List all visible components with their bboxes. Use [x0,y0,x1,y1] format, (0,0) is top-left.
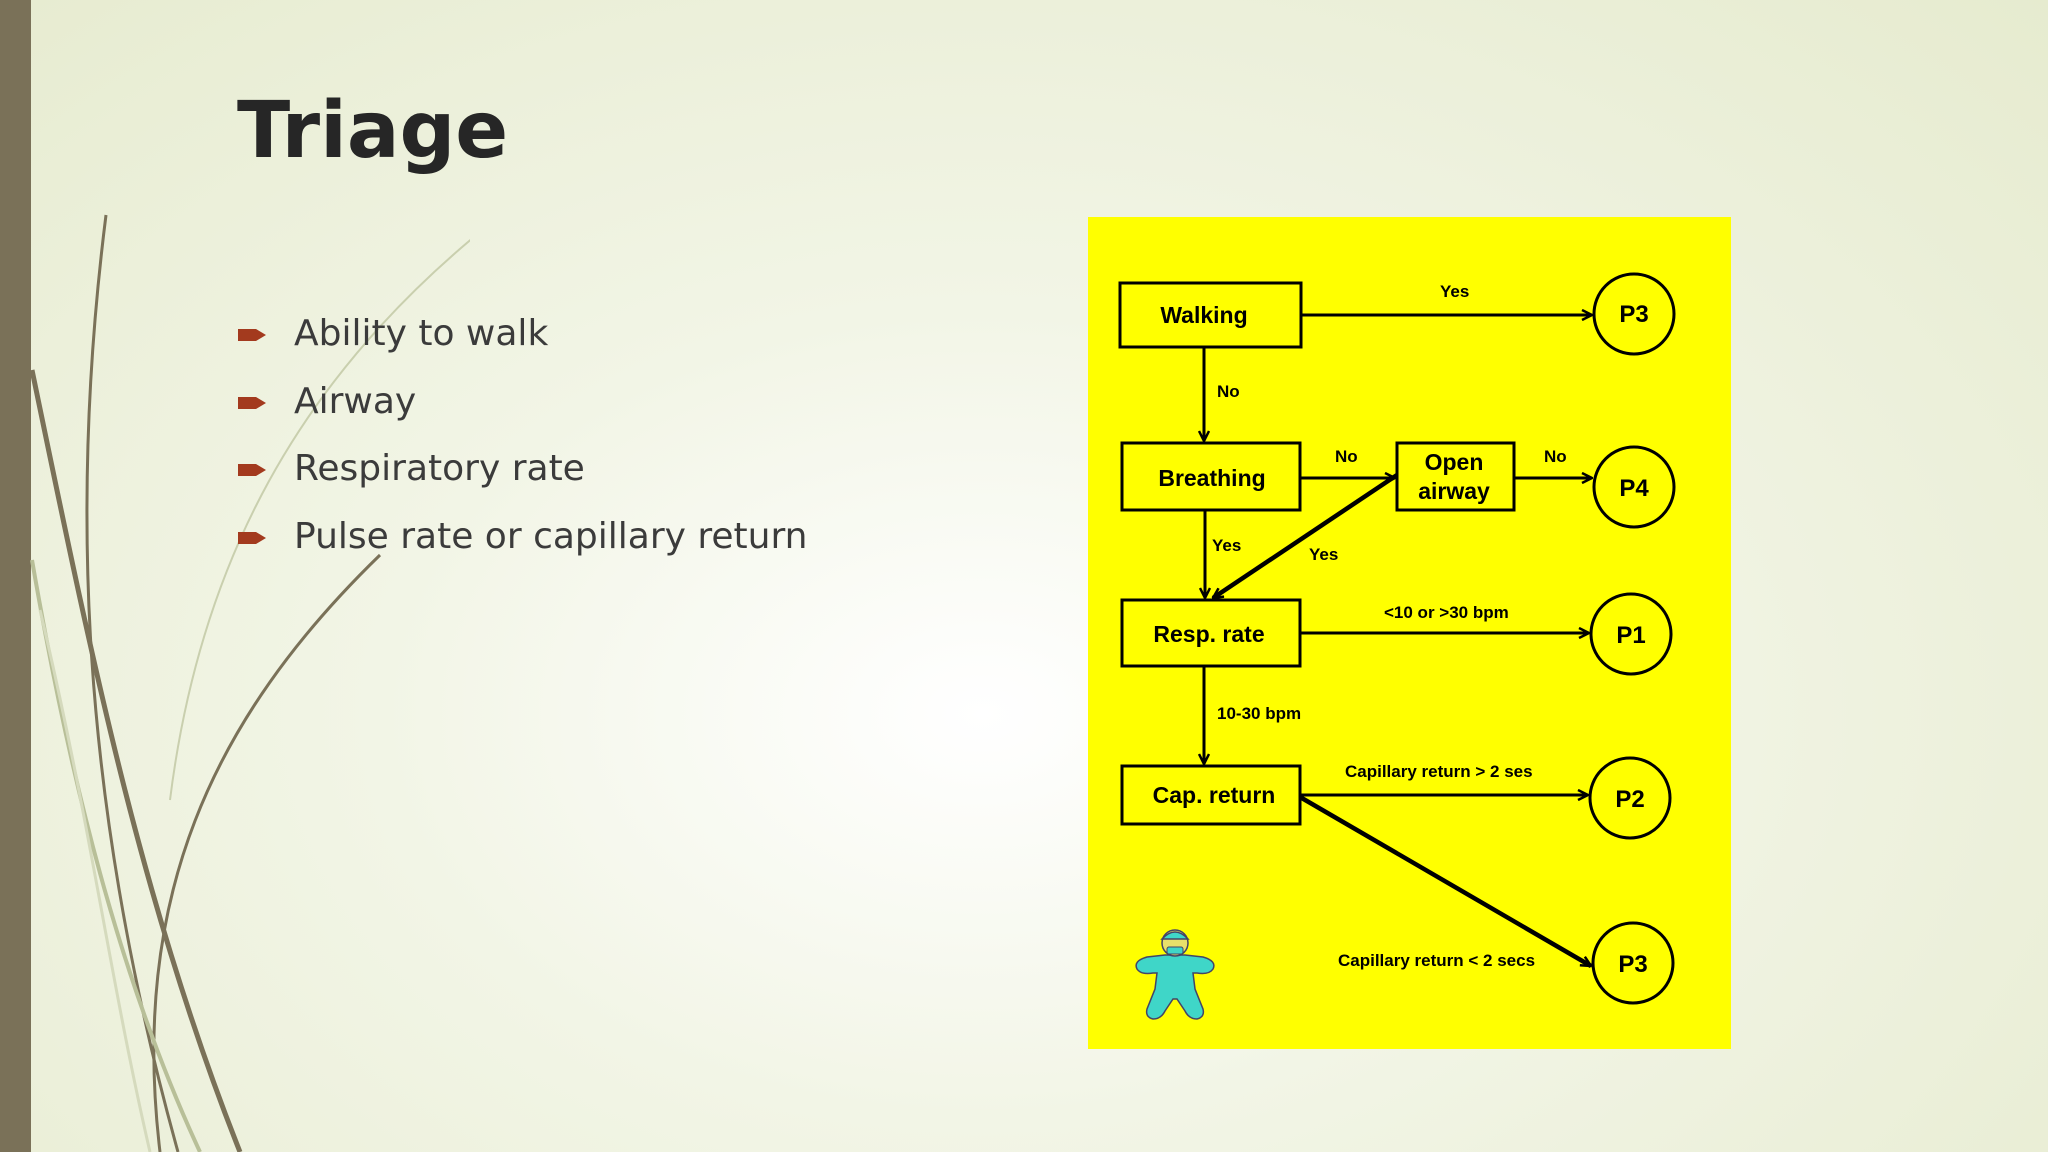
edge-airway-yes [1213,473,1399,600]
p3-top-node [1592,272,1676,356]
edge-resp-abnormal-label: <10 or >30 bpm [1384,603,1509,622]
p3-top-node-label: P3 [1619,301,1648,328]
resp-rate-box-label: Resp. rate [1153,621,1264,647]
p2-node [1588,756,1672,840]
bullet-text: Pulse rate or capillary return [294,515,808,557]
edge-airway-yes-label: Yes [1309,545,1338,564]
edge-resp-normal-label: 10-30 bpm [1217,704,1301,723]
bullet-item: Pulse rate or capillary return [236,503,807,571]
bullet-text: Respiratory rate [294,448,585,490]
edge-walking-yes-label: Yes [1440,282,1469,301]
edge-cap-fast [1298,795,1591,968]
p4-node [1592,445,1676,529]
arrow-bullet-icon [238,329,266,341]
bullet-item: Respiratory rate [236,435,807,503]
p2-node-label: P2 [1615,786,1644,813]
p1-node-label: P1 [1616,622,1645,649]
edge-airway-no-label: No [1544,447,1567,466]
edge-breathing-no-label: No [1335,447,1358,466]
p4-node-label: P4 [1619,475,1649,502]
open-airway-label-line2: airway [1418,478,1490,504]
edge-cap-fast-label: Capillary return < 2 secs [1338,951,1535,970]
edge-walking-no-label: No [1217,382,1240,401]
triage-flowchart: Walking Breathing Open airway Resp. rate… [1118,272,1676,1020]
bullet-list: Ability to walk Airway Respiratory rate … [236,300,807,570]
walking-box-label: Walking [1160,302,1247,328]
p1-node [1589,592,1673,676]
edge-breathing-yes-label: Yes [1212,536,1241,555]
decorative-swooshes [29,214,470,1152]
bullet-item: Ability to walk [236,300,807,368]
arrow-bullet-icon [238,464,266,476]
edge-cap-slow-label: Capillary return > 2 ses [1345,762,1533,781]
left-accent-bar [0,0,31,1152]
p3-bottom-node-label: P3 [1618,951,1647,978]
bullet-text: Ability to walk [294,313,549,355]
bullet-text: Airway [294,380,417,422]
cap-return-box-label: Cap. return [1153,782,1276,808]
slide-title: Triage [237,86,509,176]
open-airway-label-line1: Open [1425,449,1484,475]
arrow-bullet-icon [238,531,266,544]
triage-flowchart-panel: Walking Breathing Open airway Resp. rate… [1088,217,1731,1049]
arrow-bullet-icon [238,396,266,409]
medic-figure-icon [1135,929,1215,1020]
bullet-item: Airway [236,368,807,436]
breathing-box-label: Breathing [1158,465,1265,491]
